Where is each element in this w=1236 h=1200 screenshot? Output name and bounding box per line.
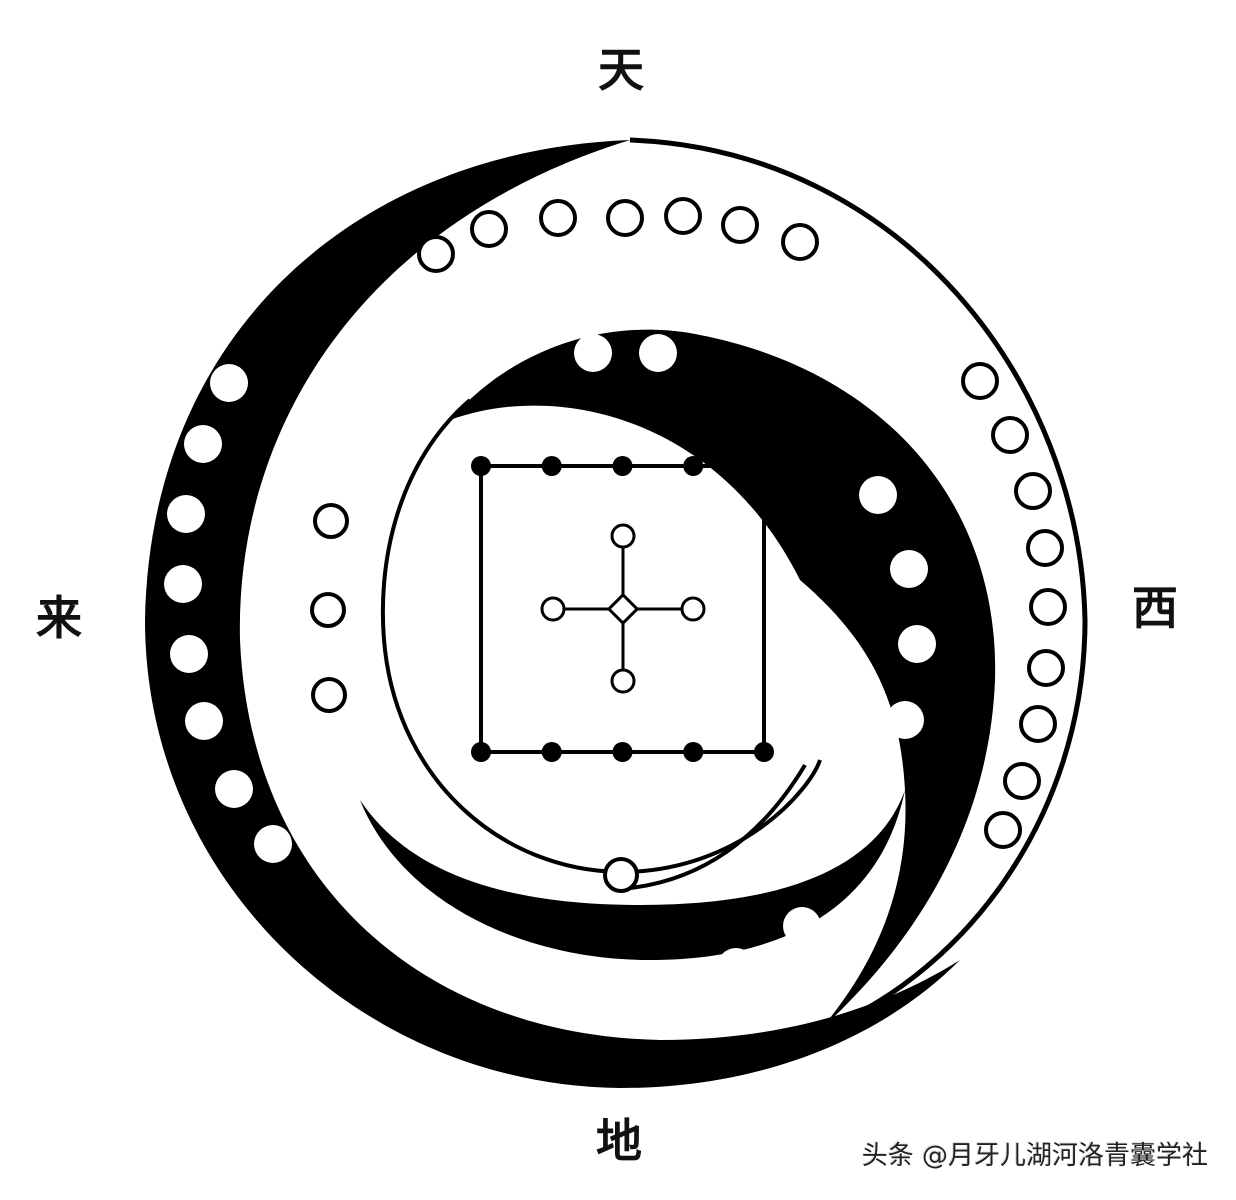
left-band-solid-dot [215, 770, 253, 808]
outer-top-hollow-dot [539, 199, 577, 237]
bottom-band-solid-dot [783, 907, 821, 945]
direction-left-label: 来 [36, 591, 82, 645]
square-node-dot [754, 456, 774, 476]
cross-right-node [680, 596, 706, 622]
square-node-dot [683, 742, 704, 762]
inner-right-band-solid-dot [886, 701, 924, 739]
inner-left-hollow-dot [311, 677, 347, 713]
inner-right-band-solid-dot [898, 625, 936, 663]
square-node-dot [683, 456, 704, 476]
watermark: 头条 @月牙儿湖河洛青囊学社 [861, 1141, 1208, 1171]
outer-right-hollow-dot [961, 362, 999, 400]
inner-left-hollow-dot [310, 592, 346, 628]
outer-right-hollow-dot [1019, 705, 1057, 743]
left-band-solid-dot [210, 364, 248, 402]
cross-bottom-node [610, 668, 636, 694]
square-node-dot [612, 456, 633, 476]
direction-right-label: 西 [1132, 581, 1178, 635]
outer-thin-arc [629, 137, 1088, 1038]
bottom-link-hollow-dot [603, 857, 639, 893]
left-band-solid-dot [185, 702, 223, 740]
outer-top-hollow-dot [470, 210, 508, 248]
outer-top-hollow-dot [606, 199, 644, 237]
outer-right-hollow-dot [1026, 529, 1064, 567]
inner-right-band-solid-dot [890, 550, 928, 588]
outer-right-hollow-dot [1003, 762, 1041, 800]
direction-bottom-label: 地 [596, 1114, 642, 1168]
inner-right-band-solid-dot [859, 476, 897, 514]
outer-right-hollow-dot [984, 811, 1022, 849]
square-node-dot [754, 742, 774, 762]
bottom-band-solid-dot [486, 959, 524, 997]
outer-right-hollow-dot [1027, 649, 1065, 687]
square-node-dot [471, 456, 491, 476]
outer-right-hollow-dot [1014, 472, 1052, 510]
inner-left-hollow-dot [313, 503, 349, 539]
inner-top-band-solid-dot [639, 334, 677, 372]
left-band-solid-dot [167, 495, 205, 533]
outer-right-hollow-dot [991, 416, 1029, 454]
direction-top-label: 天 [598, 43, 644, 97]
bottom-band-solid-dot [640, 971, 678, 1009]
left-band-solid-dot [184, 425, 222, 463]
outer-top-hollow-dot [417, 235, 455, 273]
central-cross [540, 523, 706, 694]
inner-black-swirl [450, 329, 996, 1030]
dot-layer [164, 197, 1067, 1011]
left-band-solid-dot [170, 635, 208, 673]
outer-top-hollow-dot [664, 197, 702, 235]
cross-left-node [540, 596, 566, 622]
inner-top-band-solid-dot [574, 334, 612, 372]
lower-black-fill [360, 790, 905, 960]
inner-circle [380, 398, 822, 875]
cross-top-node [610, 523, 636, 549]
bottom-band-solid-dot [564, 973, 602, 1011]
bottom-band-solid-dot [717, 948, 755, 986]
left-band-solid-dot [254, 825, 292, 863]
square-dots [471, 456, 774, 762]
cross-center-diamond [606, 592, 640, 626]
square-node-dot [612, 742, 633, 762]
outer-top-hollow-dot [781, 223, 819, 261]
outer-top-hollow-dot [721, 206, 759, 244]
bottom-band-solid-dot [417, 929, 455, 967]
left-band-solid-dot [164, 565, 202, 603]
inner-thin-arc [629, 763, 807, 890]
outer-right-hollow-dot [1029, 588, 1067, 626]
square-node-dot [541, 456, 562, 476]
square-node-dot [541, 742, 562, 762]
square-node-dot [471, 742, 491, 762]
